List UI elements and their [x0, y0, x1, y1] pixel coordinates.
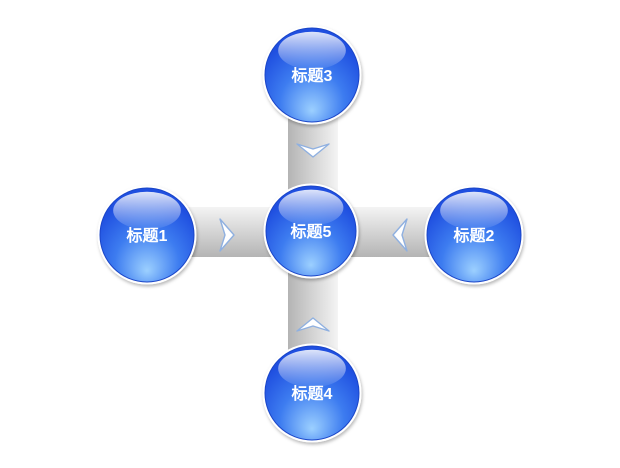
node-n3: 标题3 — [262, 25, 362, 125]
node-label: 标题4 — [291, 385, 333, 403]
node-highlight — [278, 189, 344, 226]
node-label: 标题2 — [453, 227, 495, 245]
chevron-right-icon — [219, 218, 235, 252]
node-label: 标题1 — [126, 227, 168, 245]
chevron-left-icon — [392, 218, 408, 252]
node-highlight — [278, 349, 346, 388]
node-n1: 标题1 — [97, 185, 197, 285]
node-highlight — [113, 191, 181, 230]
node-highlight — [278, 31, 346, 70]
node-highlight — [440, 191, 508, 230]
node-label: 标题5 — [290, 223, 332, 241]
node-n4: 标题4 — [262, 343, 362, 443]
node-label: 标题3 — [291, 67, 333, 85]
node-n5: 标题5 — [263, 183, 359, 279]
chevron-down-icon — [296, 143, 330, 158]
node-group: 标题1 标题2 标题3 标题4 标题5 — [97, 25, 524, 443]
node-n2: 标题2 — [424, 185, 524, 285]
chevron-up-icon — [296, 317, 330, 332]
chevron-group — [219, 143, 408, 332]
